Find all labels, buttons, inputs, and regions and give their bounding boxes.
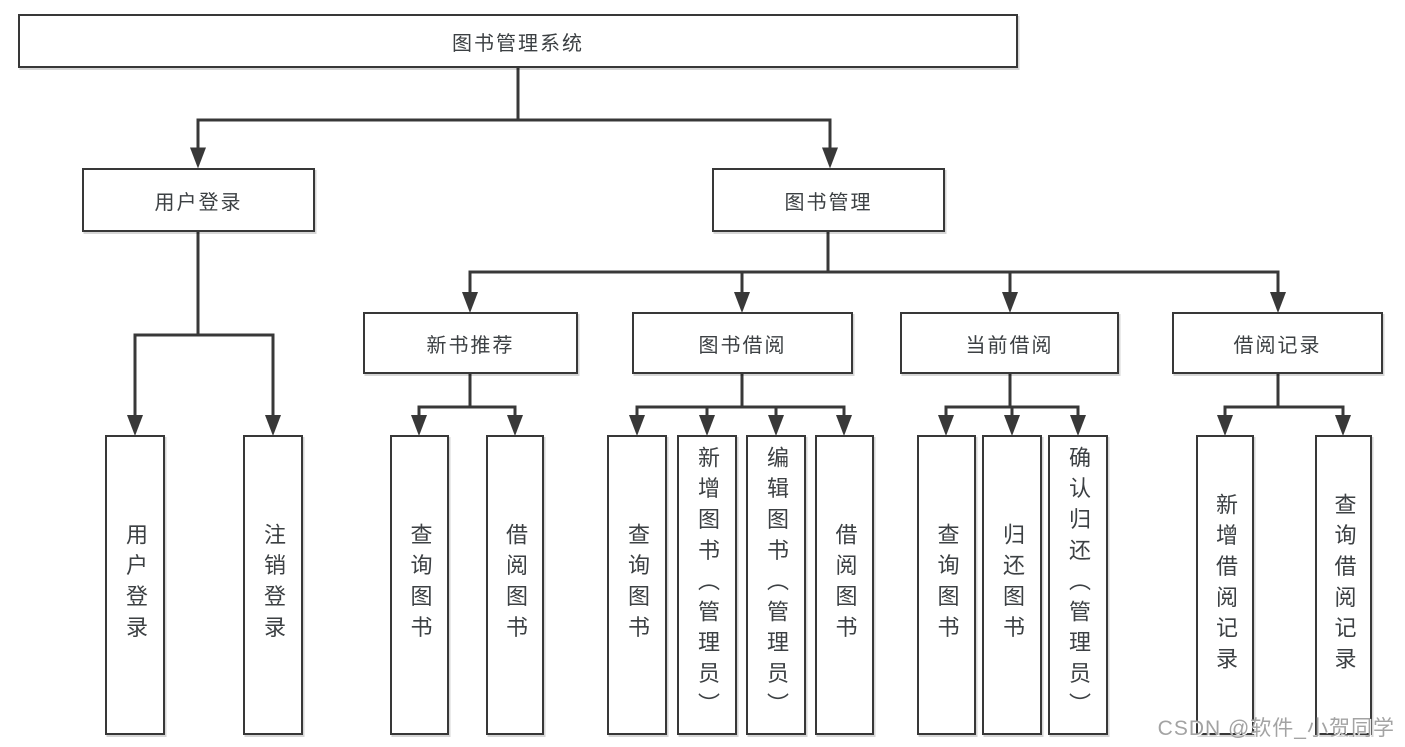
node-leaf-bb-edit-books-admin-label: 编辑图书（管理员）: [764, 446, 789, 724]
node-leaf-bb-add-books-admin: 新增图书（管理员）: [677, 435, 737, 735]
node-library-system: 图书管理系统: [18, 14, 1018, 68]
node-user-login: 用户登录: [82, 168, 315, 232]
node-leaf-cb-confirm-return-admin: 确认归还（管理员）: [1048, 435, 1108, 735]
node-leaf-br-add-record-label: 新增借阅记录: [1213, 492, 1238, 678]
node-new-book-recommendation-label: 新书推荐: [426, 334, 515, 357]
csdn-watermark: CSDN @软件_小贺同学: [1157, 717, 1395, 740]
node-leaf-nb-query-books-label: 查询图书: [407, 523, 433, 647]
node-leaf-logout-label: 注销登录: [261, 523, 286, 647]
node-library-system-label: 图书管理系统: [452, 32, 584, 55]
node-leaf-logout: 注销登录: [243, 435, 303, 735]
node-leaf-user-login-label: 用户登录: [123, 523, 148, 647]
node-leaf-bb-query-books-label: 查询图书: [625, 523, 650, 647]
node-leaf-nb-query-books: 查询图书: [390, 435, 449, 735]
node-leaf-cb-confirm-return-admin-label: 确认归还（管理员）: [1066, 446, 1091, 724]
node-leaf-bb-query-books: 查询图书: [607, 435, 667, 735]
node-user-login-label: 用户登录: [154, 191, 243, 214]
node-leaf-nb-borrow-books: 借阅图书: [486, 435, 544, 735]
node-leaf-br-add-record: 新增借阅记录: [1196, 435, 1254, 735]
node-borrowing-records: 借阅记录: [1172, 312, 1383, 374]
node-leaf-nb-borrow-books-label: 借阅图书: [503, 523, 528, 647]
node-leaf-bb-edit-books-admin: 编辑图书（管理员）: [746, 435, 806, 735]
node-new-book-recommendation: 新书推荐: [363, 312, 578, 374]
node-current-borrowing: 当前借阅: [900, 312, 1119, 374]
node-current-borrowing-label: 当前借阅: [965, 334, 1054, 357]
node-leaf-user-login: 用户登录: [105, 435, 165, 735]
node-leaf-cb-return-books: 归还图书: [982, 435, 1042, 735]
node-leaf-bb-add-books-admin-label: 新增图书（管理员）: [695, 446, 720, 724]
node-book-borrowing-label: 图书借阅: [698, 334, 787, 357]
node-leaf-bb-borrow-books: 借阅图书: [815, 435, 874, 735]
node-leaf-cb-query-books-label: 查询图书: [934, 523, 960, 647]
node-leaf-br-query-record-label: 查询借阅记录: [1331, 492, 1357, 678]
node-leaf-bb-borrow-books-label: 借阅图书: [832, 523, 858, 647]
node-book-management: 图书管理: [712, 168, 945, 232]
node-book-management-label: 图书管理: [784, 191, 873, 214]
node-book-borrowing: 图书借阅: [632, 312, 853, 374]
node-leaf-cb-query-books: 查询图书: [917, 435, 976, 735]
node-leaf-br-query-record: 查询借阅记录: [1315, 435, 1372, 735]
node-borrowing-records-label: 借阅记录: [1233, 334, 1322, 357]
node-leaf-cb-return-books-label: 归还图书: [1000, 523, 1025, 647]
